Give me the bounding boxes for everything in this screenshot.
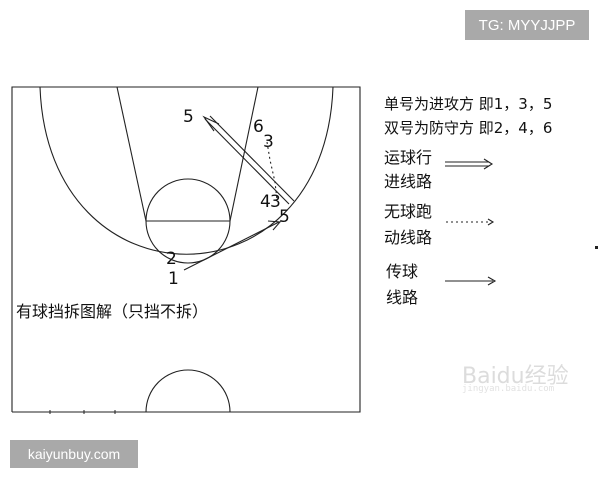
legend-run-arrowhead <box>487 218 495 226</box>
player-6: 6 <box>253 117 264 137</box>
legend-odd-line: 单号为进攻方 即1，3，5 <box>384 95 553 113</box>
court-caption: 有球挡拆图解（只挡不拆） <box>16 302 209 321</box>
player-3: 3 <box>263 132 274 152</box>
legend-run-label-2: 动线路 <box>384 228 433 247</box>
dribble-path-line-b <box>209 115 295 202</box>
free-throw-circle <box>145 178 231 264</box>
dribble-arrowhead <box>202 115 220 132</box>
legend-dribble-arrowhead <box>483 158 494 170</box>
legend-pass-label-1: 传球 <box>386 262 419 281</box>
site-watermark-badge: kaiyunbuy.com <box>10 440 138 468</box>
player-2: 2 <box>166 249 177 269</box>
player-5-top: 5 <box>183 107 194 127</box>
player-4: 4 <box>260 192 271 212</box>
legend-even-line: 双号为防守方 即2，4，6 <box>384 119 553 137</box>
three-point-arc <box>39 86 334 255</box>
legend-dribble-label-2: 进线路 <box>384 172 433 191</box>
pass-path-line <box>183 221 280 271</box>
telegram-watermark-badge: TG: MYYJJPP <box>465 10 589 40</box>
baidu-watermark-url: jingyan.baidu.com <box>462 384 555 394</box>
player-1: 1 <box>168 269 179 289</box>
lane-line-right <box>229 86 259 222</box>
legend-pass-label-2: 线路 <box>386 288 419 307</box>
pass-arrowhead <box>267 220 282 231</box>
dribble-path-line-a <box>204 118 290 205</box>
player-5-near: 5 <box>279 207 290 227</box>
baidu-watermark: Baidu经验 <box>462 364 569 389</box>
court-boundary <box>11 86 361 413</box>
legend-pass-arrowhead <box>487 276 497 286</box>
legend-dribble-label-1: 运球行 <box>384 148 433 167</box>
lane-line-left <box>116 86 147 222</box>
stray-dot <box>595 246 598 249</box>
legend-run-label-1: 无球跑 <box>384 202 433 221</box>
player-3-near-screen: 3 <box>270 192 281 212</box>
center-circle <box>145 369 231 413</box>
